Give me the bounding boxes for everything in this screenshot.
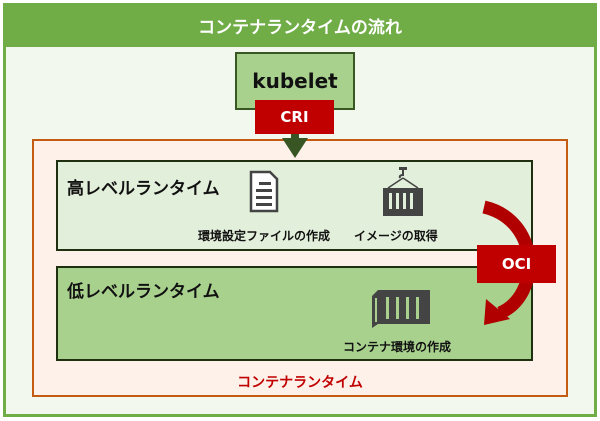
container-crane-icon	[383, 167, 423, 216]
task-create-container: コンテナ環境の作成	[343, 340, 452, 354]
container-icon	[372, 290, 430, 328]
diagram-title: コンテナランタイムの流れ	[3, 3, 597, 47]
high-level-runtime-title: 高レベルランタイム	[67, 179, 220, 199]
container-runtime-label: コンテナランタイム	[237, 375, 363, 391]
low-level-runtime-box: 低レベルランタイム コンテナ環境の作成	[56, 266, 533, 361]
high-level-runtime-box: 高レベルランタイム 環境設定ファイルの作成 イメージの取得	[56, 160, 533, 251]
task-pull-image: イメージの取得	[354, 229, 438, 243]
cri-label: CRI	[255, 100, 334, 134]
task-create-config: 環境設定ファイルの作成	[198, 229, 331, 243]
low-level-runtime-title: 低レベルランタイム	[67, 282, 220, 302]
oci-label: OCI	[477, 245, 556, 283]
document-icon	[249, 170, 279, 213]
